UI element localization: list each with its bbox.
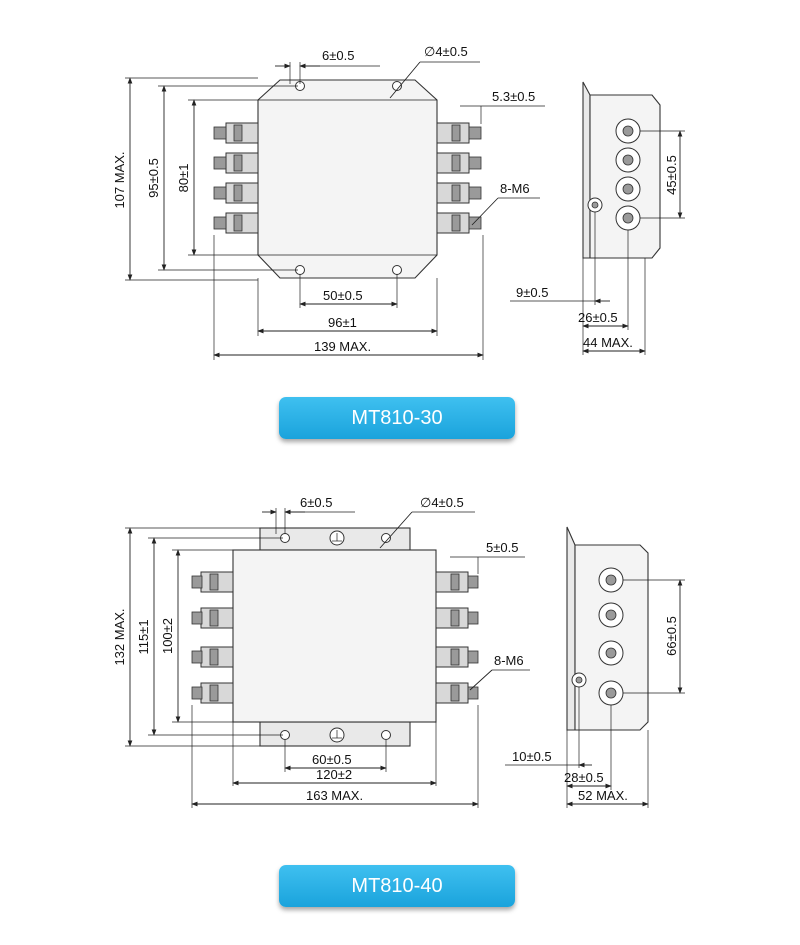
bottom-left-terminals	[191, 571, 234, 704]
top-right-terminals	[436, 122, 482, 234]
dim-side-44-label: 44 MAX.	[583, 335, 633, 350]
dim-stud-offset-label: 5.3±0.5	[492, 89, 535, 104]
bottom-front-view: 6±0.5 ∅4±0.5 5±0.5 8-M6 132 MAX. 115±1 1…	[112, 495, 530, 808]
dim-hole-spacing-label: 6±0.5	[322, 48, 354, 63]
dim-side-28-label: 28±0.5	[564, 770, 604, 785]
dim-height-95-label: 95±0.5	[146, 158, 161, 198]
dim-side-26-label: 26±0.5	[578, 310, 618, 325]
dim-50-label: 50±0.5	[323, 288, 363, 303]
dim-120-label: 120±2	[316, 767, 352, 782]
dim-stud-offset-label-2: 5±0.5	[486, 540, 518, 555]
ground-icon	[329, 530, 345, 546]
dim-height-max-label: 107 MAX.	[112, 151, 127, 208]
dim-60-label: 60±0.5	[312, 752, 352, 767]
top-filter-body	[257, 79, 438, 279]
model-badge-mt810-30: MT810-30	[279, 397, 515, 439]
top-mount-hole	[392, 265, 402, 275]
dim-163-label: 163 MAX.	[306, 788, 363, 803]
dim-hole-diameter-label-2: ∅4±0.5	[420, 495, 464, 510]
dim-side-66-label: 66±0.5	[664, 616, 679, 656]
top-mount-hole	[392, 81, 402, 91]
dim-height-80-label: 80±1	[176, 164, 191, 193]
bottom-filter-body	[232, 549, 437, 723]
dim-hole-diameter-label: ∅4±0.5	[424, 44, 468, 59]
top-front-view: 6±0.5 ∅4±0.5 5.3±0.5 8-M6 107 MAX. 95±0.…	[112, 44, 545, 360]
ground-icon	[329, 727, 345, 743]
dim-side-52-label: 52 MAX.	[578, 788, 628, 803]
dim-height-max-label-2: 132 MAX.	[112, 608, 127, 665]
dim-139-label: 139 MAX.	[314, 339, 371, 354]
dim-height-115-label: 115±1	[136, 619, 151, 654]
top-side-view: 45±0.5 9±0.5 26±0.5 44 MAX.	[510, 81, 685, 355]
dim-thread-label: 8-M6	[500, 181, 530, 196]
bottom-side-terminals	[571, 567, 624, 706]
dim-height-100-label: 100±2	[160, 618, 175, 654]
dim-thread-label-2: 8-M6	[494, 653, 524, 668]
model-badge-mt810-40: MT810-40	[279, 865, 515, 907]
dim-side-10-label: 10±0.5	[512, 749, 552, 764]
top-side-terminals	[587, 118, 641, 231]
dim-96-label: 96±1	[328, 315, 357, 330]
dim-side-9-label: 9±0.5	[516, 285, 548, 300]
bottom-right-terminals	[435, 571, 479, 704]
bottom-side-view: 66±0.5 10±0.5 28±0.5 52 MAX.	[505, 526, 685, 808]
dim-hole-spacing-label-2: 6±0.5	[300, 495, 332, 510]
dim-side-45-label: 45±0.5	[664, 155, 679, 195]
top-left-terminals	[213, 122, 259, 234]
